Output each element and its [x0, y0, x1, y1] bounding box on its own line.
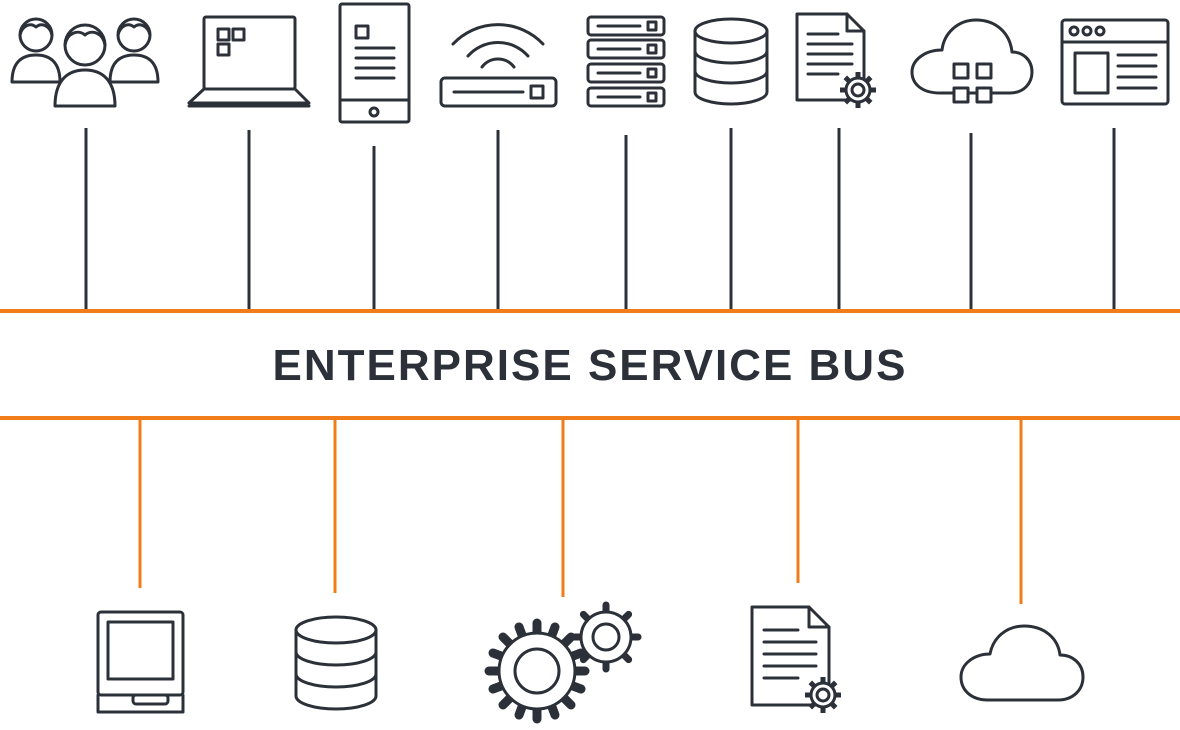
wifi-router-icon [439, 23, 558, 108]
browser-window-icon [1060, 18, 1170, 106]
gears-icon [484, 601, 642, 724]
cloud-apps-icon [910, 18, 1034, 104]
cloud-icon [959, 624, 1085, 702]
database-icon [294, 615, 378, 711]
server-rack-icon [586, 15, 666, 108]
tablet-icon [338, 2, 411, 124]
laptop-icon [187, 15, 311, 108]
bottom-connectors [138, 418, 1023, 604]
users-group-icon [10, 17, 160, 108]
database-icon [693, 17, 769, 106]
top-connectors [84, 128, 1116, 312]
page-title: ENTERPRISE SERVICE BUS [272, 341, 908, 390]
document-gear-icon [750, 605, 841, 713]
desktop-computer-icon [96, 610, 185, 714]
document-gear-icon [795, 12, 876, 108]
